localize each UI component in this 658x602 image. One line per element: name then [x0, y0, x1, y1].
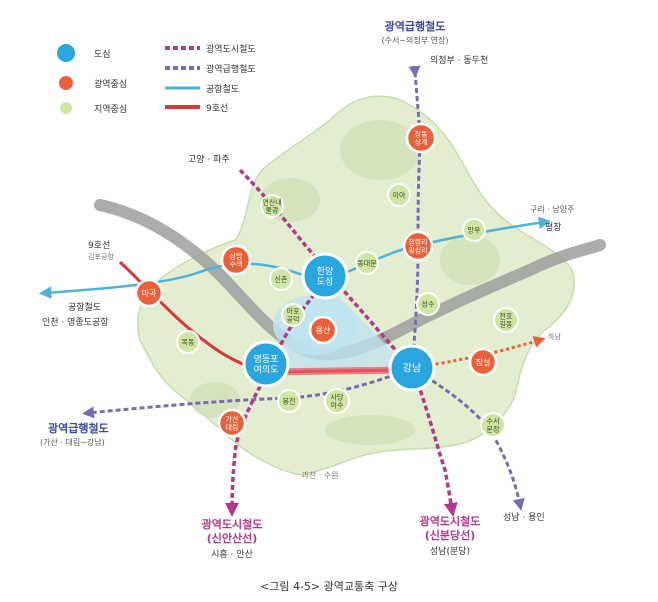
node-sinchon	[269, 267, 293, 291]
node-yongsan-label: 용산	[316, 325, 331, 335]
legend: 도심 광역중심 지역중심 광역도시철도 광역급행철도 공항철도 9호선	[55, 42, 256, 116]
node-yeongdeungpo	[242, 340, 290, 388]
label-sinbun-title: 광역도시철도	[420, 514, 481, 528]
node-jamsil-label: 잠실	[476, 357, 491, 367]
label-seongnam-bundang: 성남(분당)	[430, 546, 470, 557]
line-gtx-north	[408, 65, 422, 369]
node-bongcheon	[277, 389, 301, 413]
node-sangam	[220, 244, 252, 276]
label-line9: 9호선	[88, 240, 110, 251]
node-seongsu-label: 성수	[422, 299, 435, 308]
seoul-landmass	[137, 95, 575, 476]
node-mapo	[281, 303, 305, 327]
node-sadang	[324, 388, 350, 414]
line-9-core-band	[267, 366, 411, 376]
label-hanam: 하남	[548, 332, 561, 341]
node-mokdong	[176, 330, 200, 354]
label-sinan-title: 광역도시철도	[202, 517, 263, 531]
legend-dosim-symbol	[55, 42, 77, 64]
node-mia	[387, 183, 411, 207]
legend-gwangyeok-label: 광역중심	[94, 78, 127, 90]
legend-metro-label: 광역도시철도	[206, 43, 256, 55]
legend-line9-label: 9호선	[206, 103, 228, 114]
node-seongsu	[416, 292, 440, 316]
node-hanyang	[301, 252, 349, 300]
label-pyeongchang: 평창	[545, 222, 562, 233]
label-gwacheon: 과천 · 수원	[301, 470, 338, 480]
node-chang	[405, 122, 437, 154]
label-gtx-top-sub: (수서~의정부 연장)	[381, 35, 448, 45]
label-guri: 구리 · 남양주	[530, 205, 574, 214]
node-mokdong-label: 목동	[182, 338, 195, 346]
node-magok-label: 마곡	[142, 289, 157, 298]
label-gimpo: 김포공항	[88, 252, 114, 261]
node-mangu-label: 망우	[468, 225, 481, 234]
label-gtx-top-title: 광역급행철도	[385, 19, 446, 33]
label-incheon: 인천 · 영종도공항	[42, 317, 109, 328]
label-goyang: 고양 · 파주	[188, 154, 230, 165]
label-sinan-sub: (신안산선)	[207, 531, 258, 545]
node-yeonsinnae	[260, 194, 284, 218]
node-cheongnyang	[402, 230, 434, 262]
node-bongcheon-label: 봉천	[283, 396, 296, 405]
label-gtx-left-sub: (가산 · 대림~강남)	[40, 437, 105, 447]
label-seongnam-yongin: 성남 · 용인	[503, 512, 545, 523]
node-cheonho	[493, 307, 519, 333]
node-suseo	[480, 412, 506, 438]
node-mangu	[462, 218, 486, 242]
node-gasan	[217, 408, 247, 438]
legend-gwangyeok-symbol	[57, 74, 75, 92]
node-gangnam-label: 강남	[403, 363, 421, 375]
legend-item-jiyeok: 지역중심	[58, 100, 127, 116]
legend-jiyeok-label: 지역중심	[94, 104, 127, 115]
line-metro-goyang	[238, 168, 414, 370]
node-dongdaemun	[355, 251, 379, 275]
node-jamsil	[468, 347, 498, 377]
line-sinbundang	[410, 367, 458, 517]
node-mia-label: 미아	[393, 190, 406, 199]
legend-dosim-label: 도심	[94, 49, 111, 60]
node-gangnam	[388, 344, 436, 392]
legend-item-dosim: 도심	[55, 42, 111, 64]
node-dongdaemun-label: 동대문	[357, 259, 377, 267]
label-siheung: 시흥 · 안산	[211, 548, 253, 560]
node-sinchon-label: 신촌	[275, 274, 288, 283]
label-sinbun-sub: (신분당선)	[425, 528, 476, 542]
legend-jiyeok-symbol	[58, 100, 74, 116]
figure-caption: <그림 4-5> 광역교통축 구상	[260, 580, 398, 593]
legend-airport-label: 공항철도	[206, 84, 239, 95]
label-uijeongbu: 의정부 · 동두천	[430, 55, 488, 66]
node-magok	[134, 278, 164, 308]
legend-gtx-label: 광역급행철도	[206, 63, 256, 75]
node-yongsan	[308, 315, 338, 345]
legend-item-gwangyeok: 광역중심	[57, 74, 127, 92]
label-gtx-left-title: 광역급행철도	[48, 421, 109, 435]
label-airport-rail: 공항철도	[68, 302, 101, 313]
